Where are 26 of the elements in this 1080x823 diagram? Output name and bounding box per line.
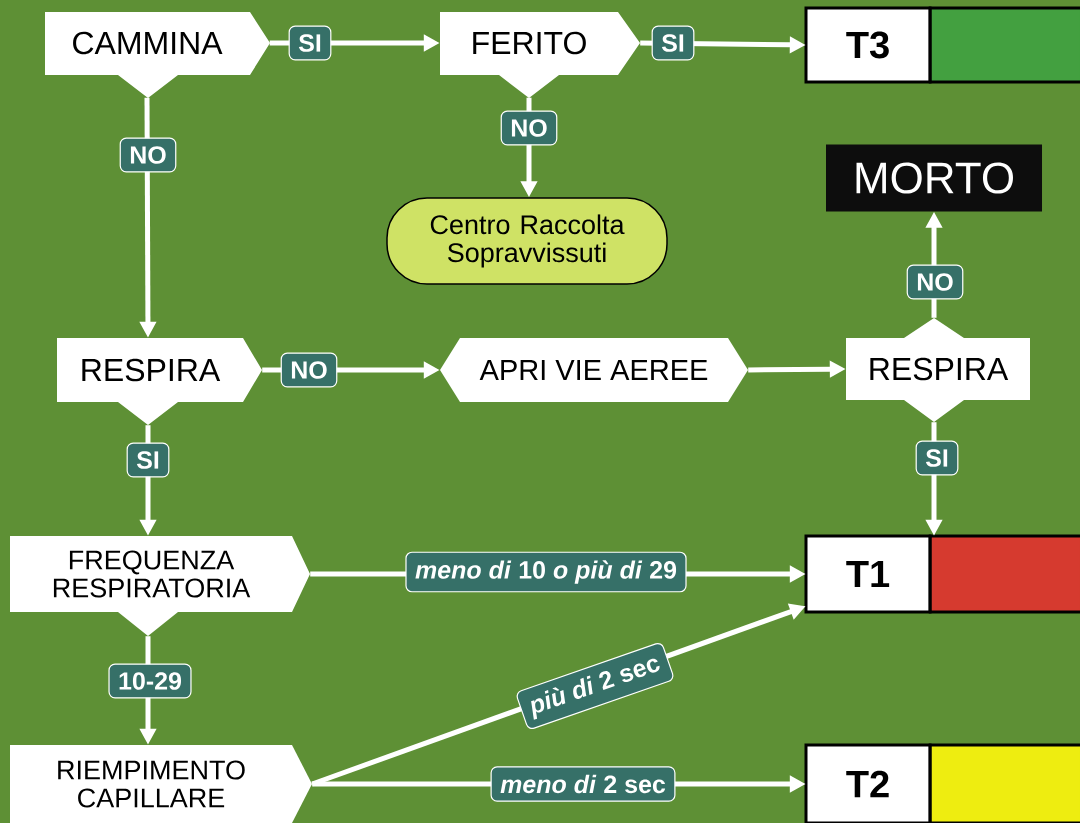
edge-label: meno di 10 o più di 29 <box>405 551 687 593</box>
edge-label: più di 2 sec <box>531 658 660 720</box>
edge-label: NO <box>500 110 558 146</box>
node-label: T3 <box>846 31 889 59</box>
node-label: T2 <box>846 770 889 798</box>
node-label: T1 <box>846 560 890 588</box>
triage-tag: T2 <box>804 743 1080 823</box>
edge-label: SI <box>126 442 170 478</box>
decision-box: FREQUENZA RESPIRATORIA <box>10 536 310 636</box>
decision-box: RESPIRA <box>846 318 1030 422</box>
outcome-box: MORTO <box>826 144 1042 212</box>
edge-label: NO <box>906 264 964 300</box>
decision-box: FERITO <box>440 12 640 98</box>
decision-box: CAMMINA <box>45 12 270 98</box>
edge-label: SI <box>915 440 959 476</box>
edge-label: meno di 2 sec <box>490 766 676 802</box>
action-box: APRI VIE AEREE <box>440 338 748 402</box>
decision-box: RIEMPIMENTO CAPILLARE <box>10 745 312 823</box>
edge-label: SI <box>288 25 332 61</box>
edge-label: NO <box>119 137 177 173</box>
edge-label: SI <box>651 25 695 61</box>
edge-label: NO <box>280 352 338 388</box>
triage-tag: T3 <box>804 6 1080 84</box>
decision-box: RESPIRA <box>57 338 262 425</box>
edge-label: 10-29 <box>108 663 192 699</box>
triage-tag: T1 <box>804 534 1080 614</box>
